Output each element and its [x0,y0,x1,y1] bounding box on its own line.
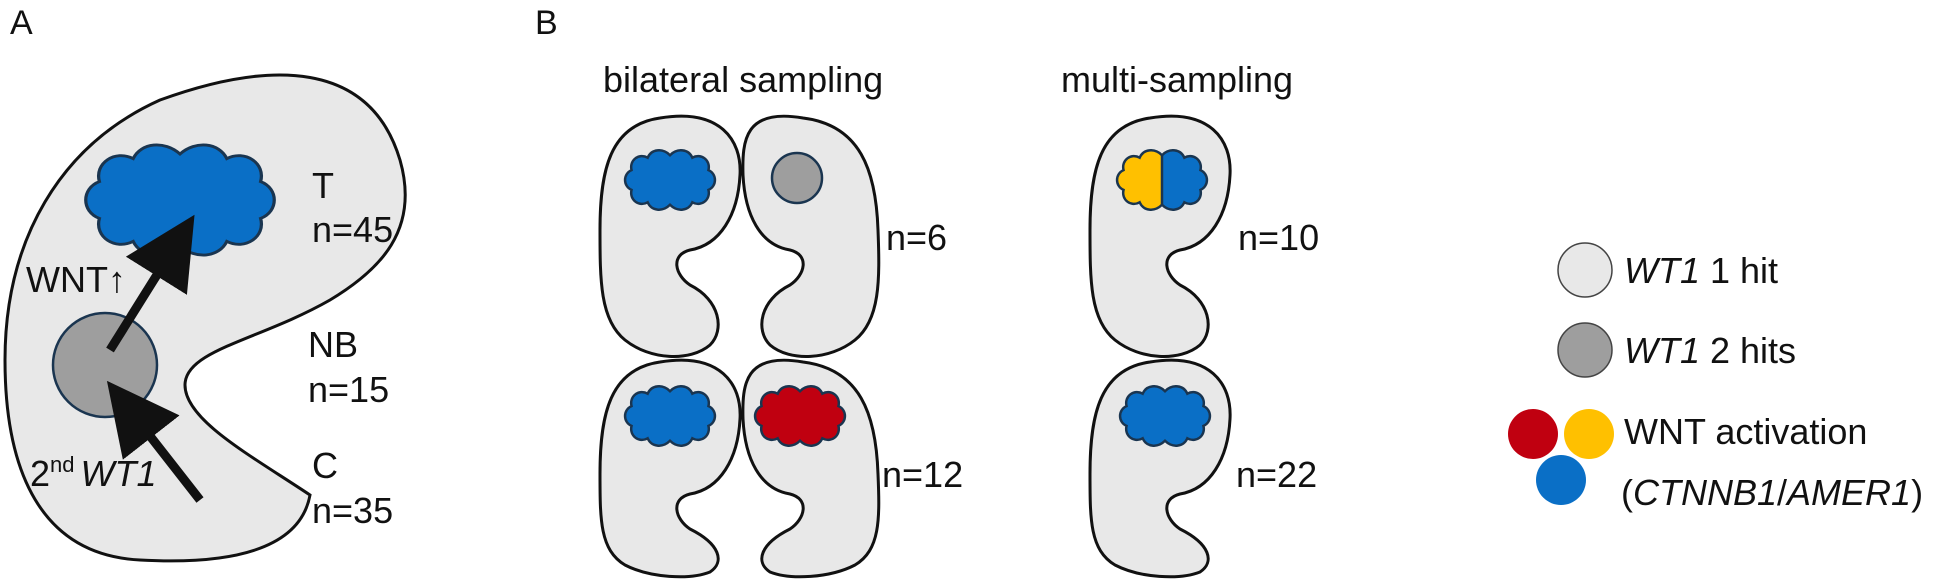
bilateral-row2-left-kidney [598,358,742,579]
panel-b-letter: B [535,4,558,42]
multi-title: multi-sampling [1061,59,1293,100]
legend-one-hit-label: WT1 1 hit [1624,250,1778,291]
legend-wnt-swatches [1508,409,1614,505]
bilateral-row2-left-tumor [623,385,717,447]
bilateral-count-row2: n=12 [882,454,963,495]
legend-two-hit-label: WT1 2 hits [1624,330,1796,371]
count-group-nb: NB [308,324,358,365]
legend-wnt-blue [1536,455,1586,505]
bilateral-row1-right-hit2 [770,151,824,205]
legend-wnt-red [1508,409,1558,459]
count-n-c: n=35 [312,490,393,531]
multi-count-row2: n=22 [1236,454,1317,495]
count-group-c: C [312,445,338,486]
count-group-t: T [312,165,334,206]
bilateral-row2-right-kidney [741,358,881,579]
multi-row1-split-tumor [1115,149,1209,211]
legend-wnt-yellow [1564,409,1614,459]
multi-row2-tumor [1118,385,1212,447]
wnt-arrow [106,214,195,353]
nephrogenic-rest-circle [51,311,159,419]
legend-wnt-label: WNT activation [1624,411,1867,452]
legend-wnt-genes: (CTNNB1/AMER1) [1621,472,1923,513]
bilateral-row1-right-kidney [741,114,881,358]
bilateral-row1-left-kidney [598,114,742,358]
bilateral-title: bilateral sampling [603,59,883,100]
bilateral-row2-right-tumor [753,385,847,447]
multi-row2-kidney [1088,358,1232,579]
bilateral-count-row1: n=6 [886,217,947,258]
legend-one-hit-swatch [1557,242,1613,298]
legend-two-hit-swatch [1557,322,1613,378]
legend: WT1 1 hit WT1 2 hits WNT activation (CTN… [1508,242,1923,513]
wnt-up-label: WNT↑ [26,259,126,300]
multi-count-row1: n=10 [1238,217,1319,258]
count-n-nb: n=15 [308,369,389,410]
multi-row1-kidney [1088,114,1232,358]
panel-a-counts: T n=45 NB n=15 C n=35 [308,165,393,531]
panel-a-letter: A [10,4,33,42]
bilateral-row1-left-tumor [623,149,717,211]
count-n-t: n=45 [312,209,393,250]
second-hit-arrow [106,380,204,503]
